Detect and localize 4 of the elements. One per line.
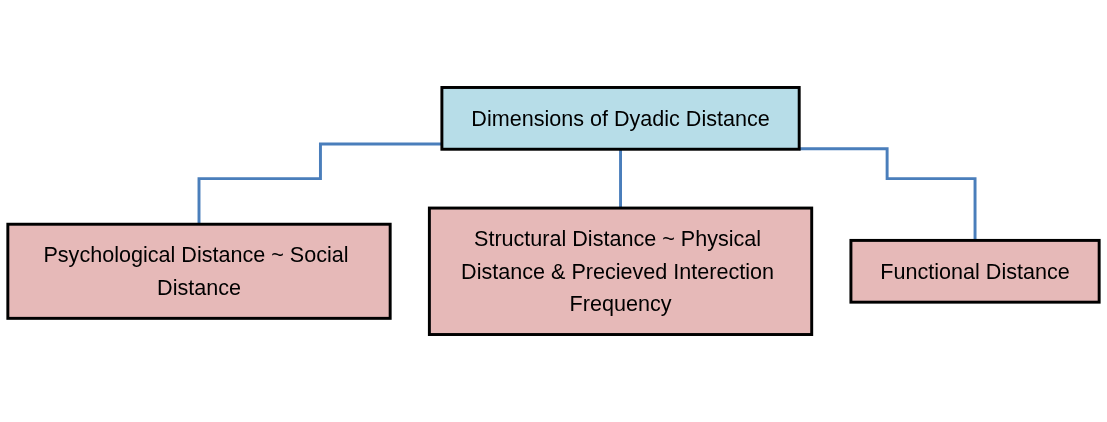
node-box: Psychological Distance ~ Social Distance — [6, 222, 392, 320]
node-box: Dimensions of Dyadic Distance — [440, 86, 801, 151]
node-box: Structural Distance ~ Physical Distance & Precieved Interection Frequency — [427, 206, 814, 336]
node-box: Functional Distance — [849, 238, 1101, 304]
